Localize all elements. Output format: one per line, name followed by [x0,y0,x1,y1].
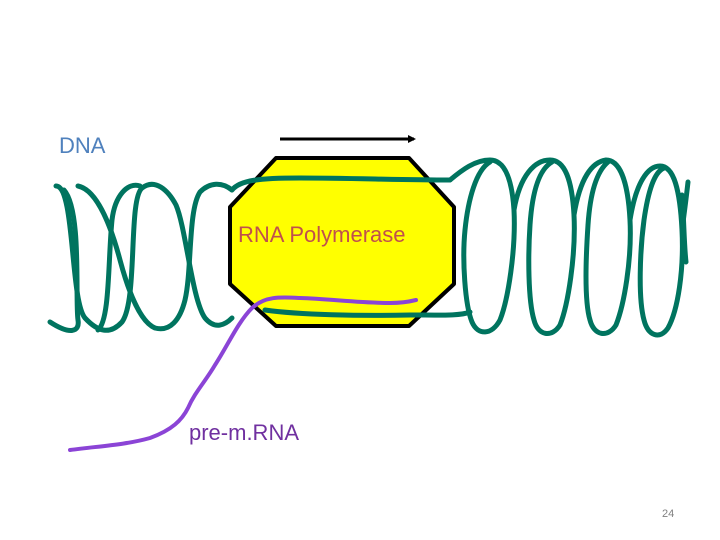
dna-helix [47,157,691,338]
dna-strand-left-4 [95,182,143,333]
dna-strand-left-3 [75,181,235,332]
rna-polymerase-label: RNA Polymerase [238,222,406,247]
dna-strand-bottom [262,307,473,318]
slide-number: 24 [662,508,675,520]
dna-strand-left-2 [47,187,81,333]
rna-polymerase-body [228,156,456,328]
pre-mrna-label: pre-m.RNA [189,420,300,445]
dna-strand-right [447,157,517,335]
dna-strand-right-2 [511,157,577,336]
pre-mrna-strand [68,295,418,452]
dna-strand-right-6 [679,192,689,265]
dna-label: DNA [59,133,106,158]
dna-strand-top [229,175,453,193]
dna-strand-right-4 [627,163,685,338]
dna-strand-left [53,181,235,333]
dna-strand-right-3 [571,157,633,336]
